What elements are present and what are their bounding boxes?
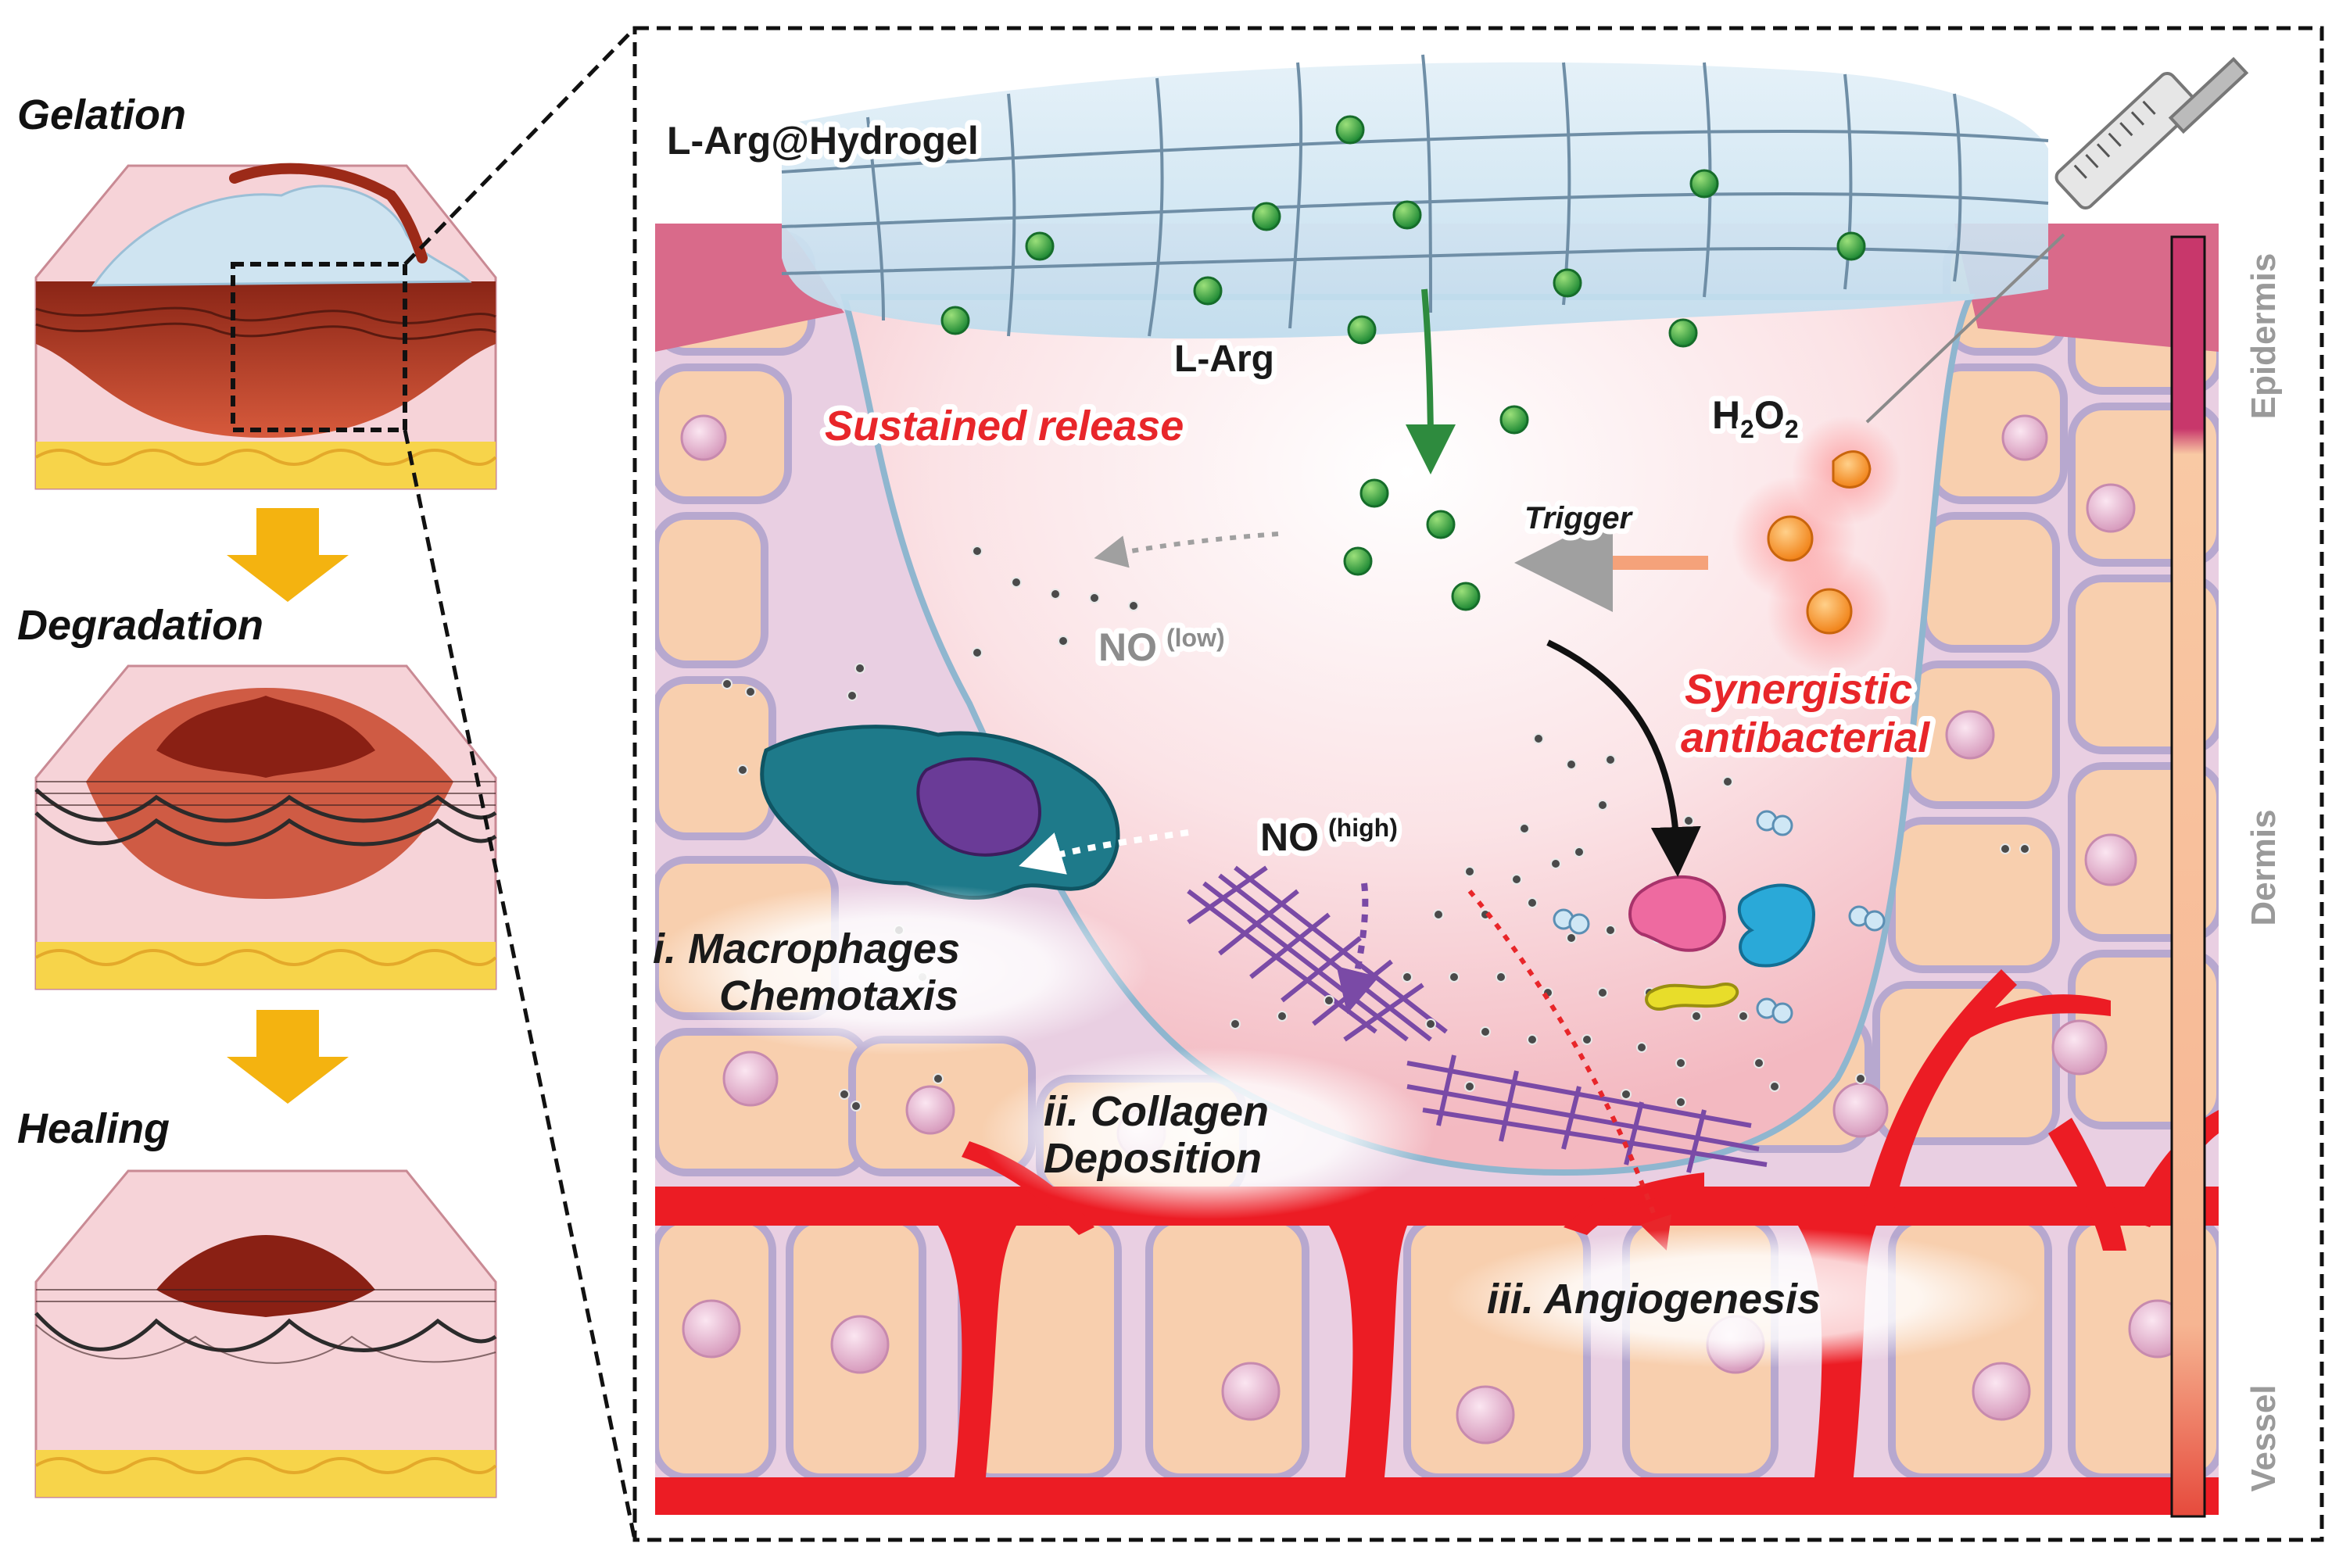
no-dots-high [1230,733,1866,1108]
label-collagen-line2: Deposition [1044,1135,1262,1182]
label-no-low: NO(low) [1098,624,1225,669]
layer-label-vessel: Vessel [2244,1384,2283,1491]
hydrogel-cap [91,184,472,287]
degradation-skin-block [34,664,497,990]
label-sustained-release: Sustained release [825,403,1184,449]
bacteria-group [1553,810,1886,1024]
label-collagen-line1: ii. Collagen [1044,1088,1269,1135]
label-macrophages-line1: i. Macrophages [653,925,960,972]
antibacterial-arrow [1546,639,1701,877]
label-macrophages-line2: Chemotaxis [719,972,958,1019]
zoom-box [231,262,407,432]
stage-label-gelation: Gelation [17,91,186,138]
stage-arrow-2 [227,1010,349,1104]
stage-label-healing: Healing [17,1105,170,1152]
layer-label-dermis: Dermis [2244,809,2283,925]
blood-vessels [655,969,2219,1515]
label-no-high: NO(high) [1260,814,1398,859]
zoom-line-top [403,27,636,266]
label-angiogenesis: iii. Angiogenesis [1487,1276,1821,1323]
stage-panel: Gelation Degradation [17,91,497,1498]
process-arrows [1019,288,1708,1251]
release-arrow [1405,288,1456,474]
label-trigger: Trigger [1524,501,1634,535]
layer-scale-bar [2170,235,2206,1518]
label-h2o2: H2O2 [1712,393,1799,443]
label-synergistic-line2: antibacterial [1681,714,1930,761]
label-glows [649,883,2040,1368]
stage-arrow-1 [227,508,349,602]
chemotaxis-arrow [1019,829,1189,875]
stage-label-degradation: Degradation [17,602,263,649]
h2o2-particles [1732,416,1901,674]
zoom-panel: Epidermis Dermis Vessel L-Arg@Hydrogel L… [632,26,2324,1542]
l-arg-particles [940,115,1866,611]
label-l-arg: L-Arg [1174,338,1274,380]
syringe-icon [1865,56,2249,424]
label-synergistic-line1: Synergistic [1685,666,1912,713]
collagen-fibers [1187,865,1768,1173]
cell-nuclei [680,274,2187,1444]
zoom-frame [632,26,2324,1542]
healing-skin-block [34,1169,497,1498]
gelation-skin-block [34,163,497,490]
zoom-line-bottom [403,429,637,1541]
label-hydrogel: L-Arg@Hydrogel [667,119,979,163]
hydrogel-network [781,54,2049,339]
angiogenesis-arrow [1467,890,1672,1251]
collagen-arrow [1336,882,1379,1015]
layer-label-epidermis: Epidermis [2244,253,2283,420]
